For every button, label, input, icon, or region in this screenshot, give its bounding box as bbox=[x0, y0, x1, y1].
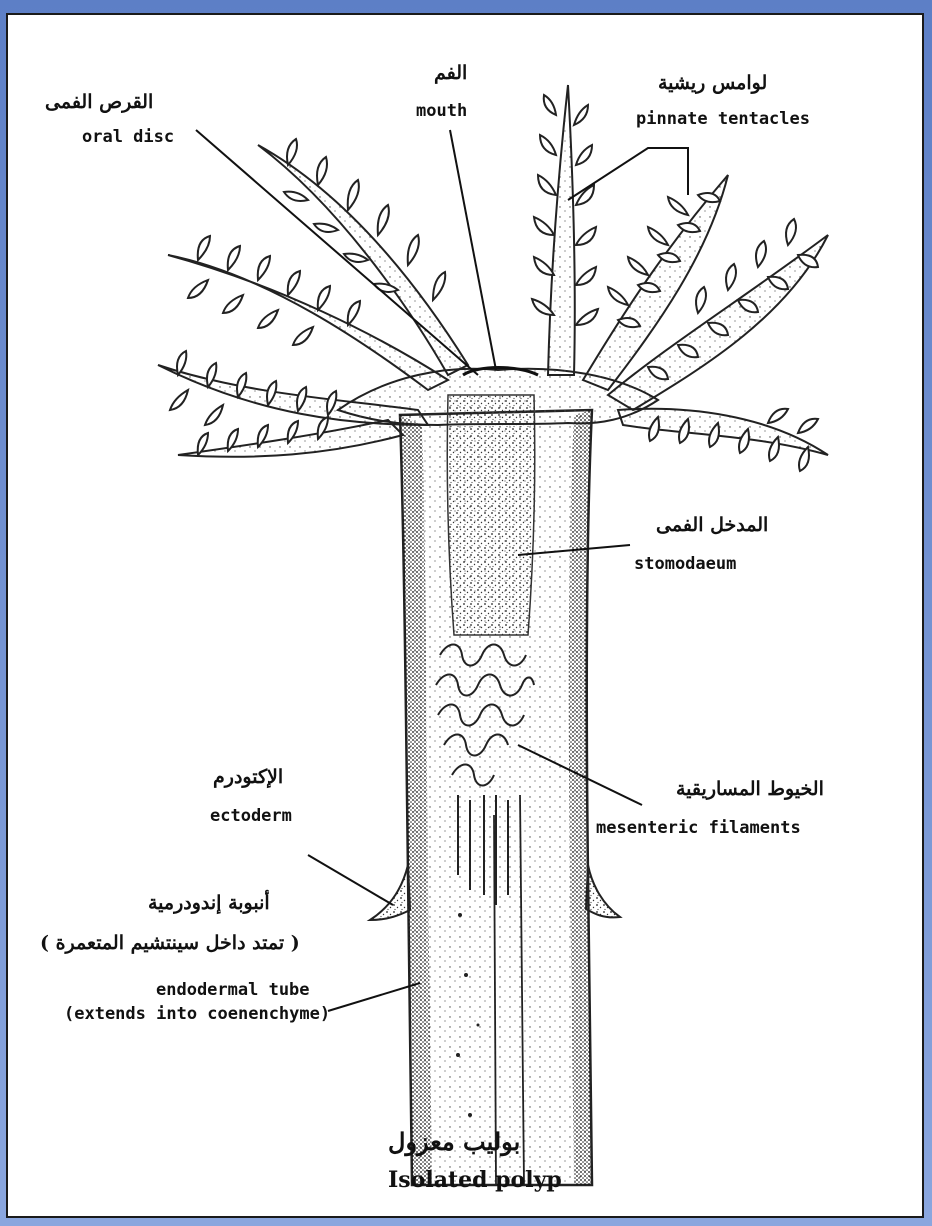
caption: Isolated polyp bbox=[388, 1167, 562, 1193]
stomodaeum-label-ar: المدخل الفمى bbox=[656, 515, 768, 537]
mouth-label-ar: الفم bbox=[434, 63, 467, 85]
diagram-page: القرص الفمى oral disc الفم mouth لوامس ر… bbox=[6, 13, 924, 1218]
ectoderm-label-ar: الإكتودرم bbox=[213, 767, 283, 789]
stomodaeum-tube bbox=[447, 395, 535, 635]
pinnate-tentacles-label: pinnate tentacles bbox=[636, 110, 810, 130]
oral-disc-label: oral disc bbox=[82, 128, 174, 148]
leader-mouth bbox=[450, 130, 496, 370]
caption-ar: بوليب معزول bbox=[388, 1127, 520, 1156]
endodermal-tube-label-2: (extends into coenenchyme) bbox=[64, 1005, 330, 1025]
mesenteric-filaments-label: mesenteric filaments bbox=[596, 819, 801, 839]
mesenteric-filaments-label-ar: الخيوط المساريقية bbox=[676, 779, 824, 801]
endodermal-tube-label-ar-2: ( تمتد داخل سينتشيم المتعمرة ) bbox=[40, 933, 300, 955]
oral-disc-label-ar: القرص الفمى bbox=[45, 92, 153, 114]
mouth-label: mouth bbox=[416, 102, 467, 122]
pinnate-tentacles-label-ar: لوامس ريشية bbox=[658, 73, 767, 95]
stomodaeum-label: stomodaeum bbox=[634, 555, 736, 575]
leader-endodermal-tube bbox=[328, 983, 420, 1011]
ectoderm-label: ectoderm bbox=[210, 807, 292, 827]
endodermal-tube-label-ar-1: أنبوبة إندودرمية bbox=[148, 893, 270, 915]
leader-ectoderm bbox=[308, 855, 393, 905]
polyp-illustration bbox=[8, 15, 924, 1218]
endodermal-tube-label: endodermal tube bbox=[156, 981, 310, 1001]
